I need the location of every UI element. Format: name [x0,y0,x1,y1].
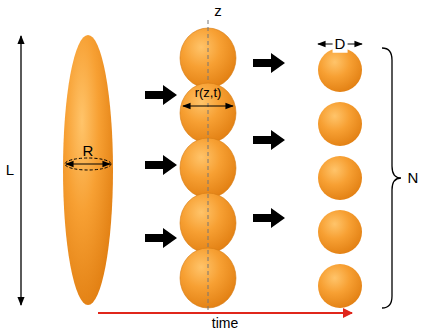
length-label: L [6,162,14,179]
length-arrow [20,36,21,305]
axis-label: z [214,3,222,20]
elongated-droplet [63,35,113,305]
count-label: N [408,170,419,187]
count-brace [382,48,401,308]
local-radius-label: r(z,t) [195,86,222,100]
time-label: time [212,317,238,332]
local-radius-arrow [183,105,233,106]
time-arrow [98,312,352,314]
drops [318,48,362,308]
radius-label: R [83,143,94,160]
diameter-label: D [333,36,348,53]
cross-section [65,158,111,170]
axis-line [208,20,209,310]
radius-arrow [66,163,110,164]
